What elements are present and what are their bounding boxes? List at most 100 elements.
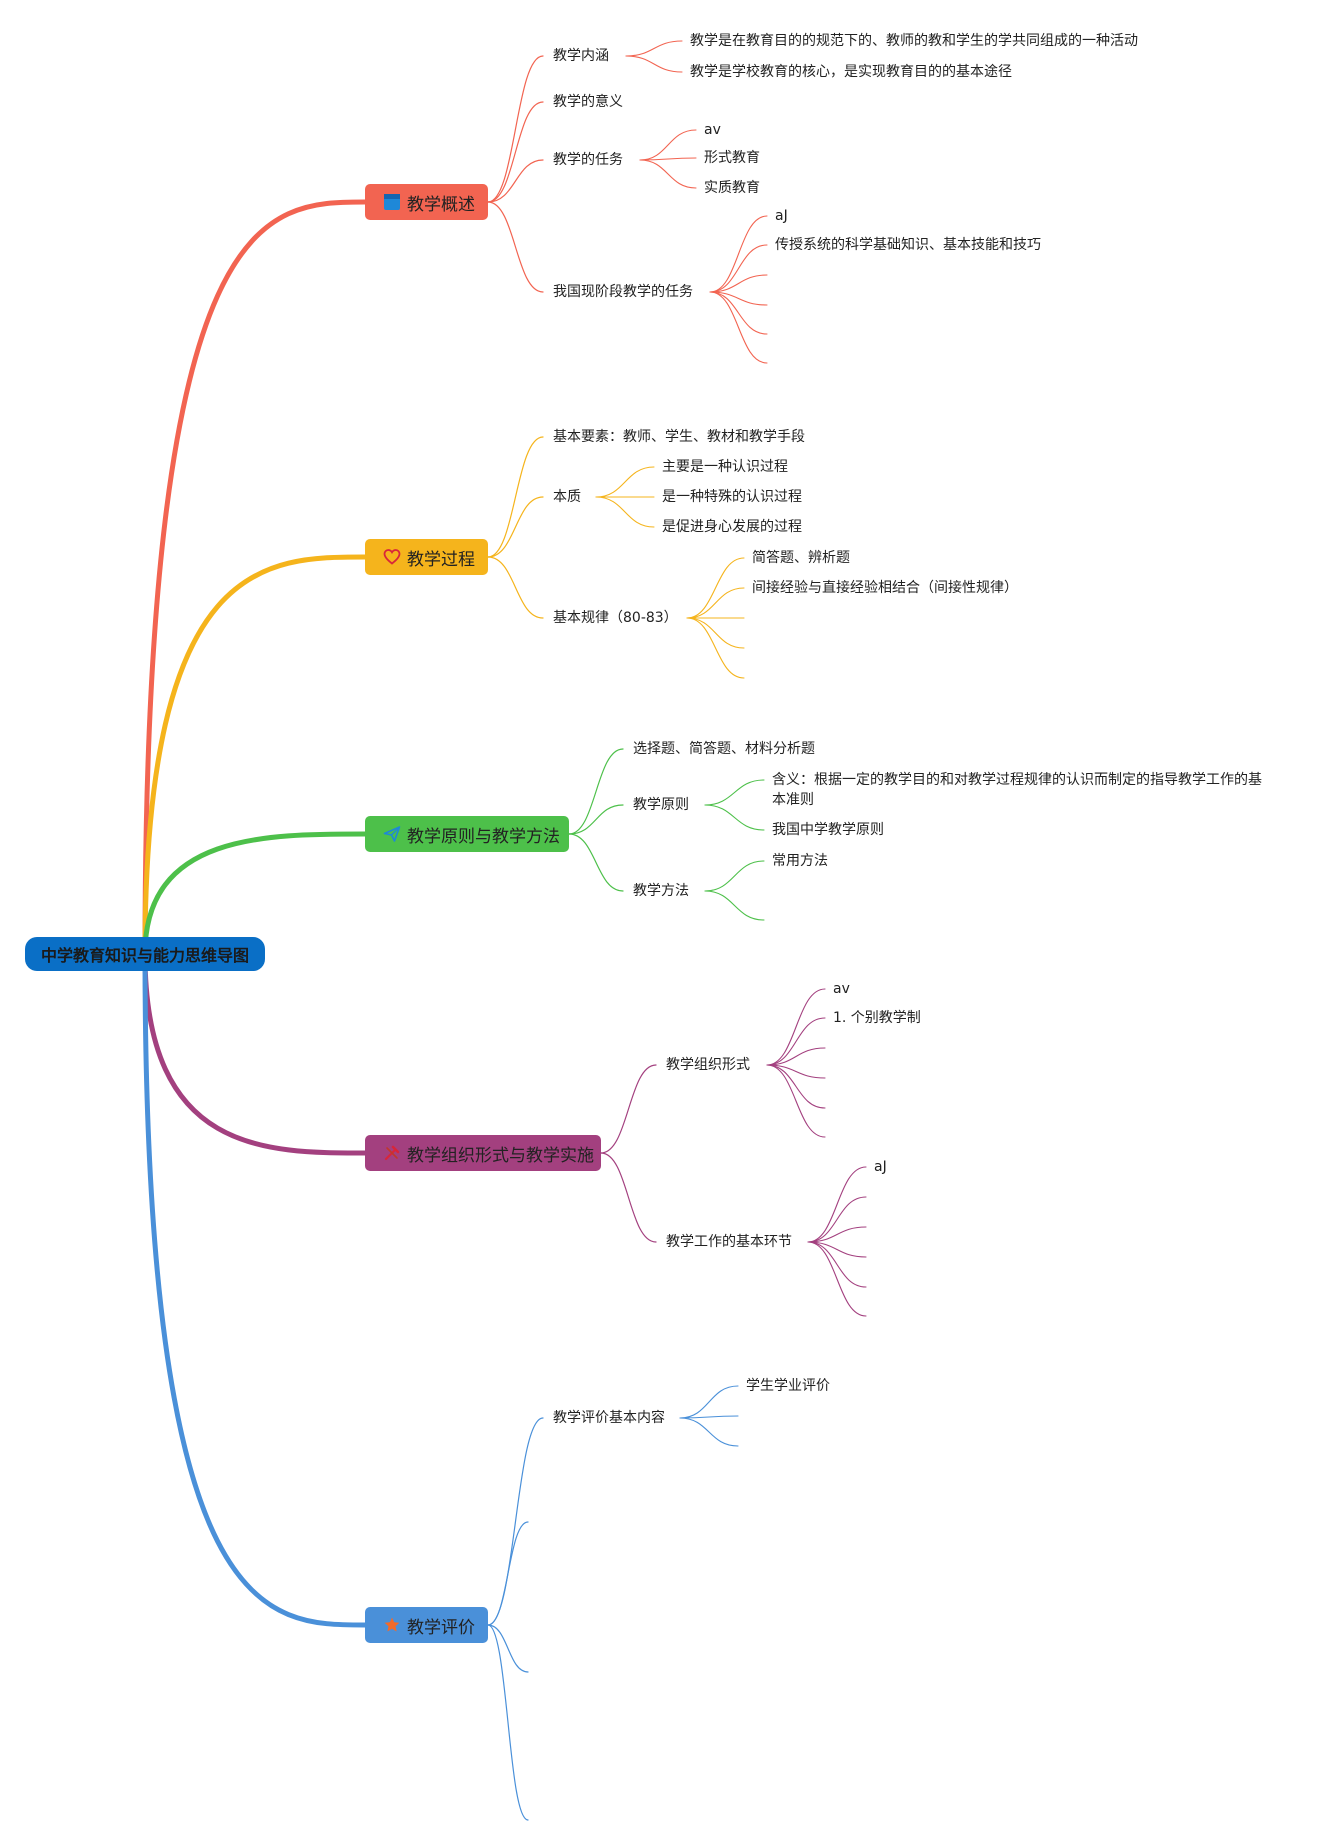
branch-label: 教学原则与教学方法: [407, 826, 560, 847]
connector-line: [142, 554, 368, 957]
connector-line: [487, 55, 544, 203]
connector-line: [709, 291, 768, 364]
connector-line: [625, 40, 683, 57]
connector-line: [487, 101, 544, 203]
connector-line: [487, 436, 544, 558]
connector-line: [639, 129, 697, 161]
connector-line: [686, 617, 745, 649]
connector-line: [639, 157, 697, 161]
branch-node-b2[interactable]: 教学过程: [365, 539, 488, 575]
leaf-b3-1-0[interactable]: 含义：根据一定的教学目的和对教学过程规律的认识而制定的指导教学工作的基本准则: [772, 772, 1262, 808]
connector-line: [704, 804, 765, 831]
node-b3-1[interactable]: 教学原则: [633, 797, 689, 813]
node-b1-0[interactable]: 教学内涵: [553, 48, 609, 64]
heart-icon: [383, 547, 401, 567]
connector-line: [568, 748, 624, 835]
leaf-b1-3-1[interactable]: 传授系统的科学基础知识、基本技能和技巧: [775, 237, 1041, 253]
connector-line: [709, 274, 768, 293]
root-node[interactable]: 中学教育知识与能力思维导图: [25, 937, 265, 971]
branch-label: 教学概述: [407, 194, 475, 215]
leaf-b4-0-1[interactable]: 1. 个别教学制: [833, 1010, 921, 1026]
blue-square-icon: [383, 192, 401, 212]
connector-line: [709, 244, 768, 293]
connector-line: [595, 496, 655, 528]
leaf-b2-1-1[interactable]: 是一种特殊的认识过程: [662, 489, 802, 505]
connector-line: [487, 496, 544, 558]
connector-line: [487, 1417, 544, 1626]
leaf-b5-0-0[interactable]: 学生学业评价: [746, 1378, 830, 1394]
leaf-b1-2-2[interactable]: 实质教育: [704, 180, 760, 196]
branch-node-b1[interactable]: 教学概述: [365, 184, 488, 220]
connector-line: [686, 557, 745, 619]
connector-line: [600, 1064, 657, 1154]
connector-line: [704, 890, 765, 921]
connector-line: [704, 860, 765, 892]
connector-line: [766, 1064, 826, 1109]
leaf-b1-0-0[interactable]: 教学是在教育目的的规范下的、教师的教和学生的学共同组成的一种活动: [690, 33, 1138, 49]
connector-line: [686, 617, 745, 679]
connector-line: [807, 1196, 867, 1243]
leaf-b3-1-1[interactable]: 我国中学教学原则: [772, 822, 884, 838]
tools-icon: [383, 1143, 401, 1163]
leaf-b2-2-0[interactable]: 简答题、辨析题: [752, 550, 850, 566]
connector-line: [487, 556, 544, 619]
connector-line: [487, 1521, 529, 1626]
node-b1-2[interactable]: 教学的任务: [553, 152, 623, 168]
paper-plane-icon: [383, 824, 401, 844]
node-b4-0[interactable]: 教学组织形式: [666, 1057, 750, 1073]
connector-line: [568, 804, 624, 835]
node-b2-1[interactable]: 本质: [553, 489, 581, 505]
leaf-b4-1-0[interactable]: aJ: [874, 1159, 887, 1175]
connector-line: [807, 1226, 867, 1243]
connector-line: [625, 55, 683, 73]
leaf-b1-2-0[interactable]: av: [704, 122, 721, 138]
connector-line: [709, 291, 768, 335]
star-icon: [383, 1615, 401, 1635]
connector-line: [709, 291, 768, 306]
branch-node-b5[interactable]: 教学评价: [365, 1607, 488, 1643]
branch-label: 教学组织形式与教学实施: [407, 1145, 594, 1166]
connector-line: [807, 1166, 867, 1243]
connector-line: [766, 1064, 826, 1138]
connector-line: [766, 988, 826, 1066]
connector-line: [595, 466, 655, 498]
leaf-b2-1-0[interactable]: 主要是一种认识过程: [662, 459, 788, 475]
connector-line: [766, 1064, 826, 1079]
connector-line: [142, 951, 368, 1156]
connector-line: [766, 1047, 826, 1066]
leaf-b2-2-1[interactable]: 间接经验与直接经验相结合（间接性规律）: [752, 580, 1018, 596]
leaf-b4-0-0[interactable]: av: [833, 981, 850, 997]
node-b3-2[interactable]: 教学方法: [633, 883, 689, 899]
connector-line: [568, 833, 624, 892]
connector-line: [709, 215, 768, 293]
connector-line: [142, 199, 368, 957]
node-b4-1[interactable]: 教学工作的基本环节: [666, 1234, 792, 1250]
leaf-b1-3-0[interactable]: aJ: [775, 208, 788, 224]
connector-line: [600, 1152, 657, 1243]
node-b1-1[interactable]: 教学的意义: [553, 94, 623, 110]
connector-line: [807, 1241, 867, 1258]
node-b1-3[interactable]: 我国现阶段教学的任务: [553, 284, 693, 300]
connector-line: [679, 1385, 739, 1419]
leaf-b2-1-2[interactable]: 是促进身心发展的过程: [662, 519, 802, 535]
branch-node-b3[interactable]: 教学原则与教学方法: [365, 816, 569, 852]
leaf-b3-2-0[interactable]: 常用方法: [772, 853, 828, 869]
connector-line: [487, 159, 544, 203]
connector-line: [807, 1241, 867, 1317]
connector-line: [639, 159, 697, 189]
node-b2-2[interactable]: 基本规律（80-83）: [553, 610, 678, 626]
branch-node-b4[interactable]: 教学组织形式与教学实施: [365, 1135, 601, 1171]
branch-label: 教学评价: [407, 1617, 475, 1638]
leaf-b1-0-1[interactable]: 教学是学校教育的核心，是实现教育目的的基本途径: [690, 64, 1012, 80]
node-b3-0[interactable]: 选择题、简答题、材料分析题: [633, 741, 815, 757]
connector-line: [487, 1624, 529, 1821]
connector-line: [142, 831, 368, 957]
node-b2-0[interactable]: 基本要素：教师、学生、教材和教学手段: [553, 429, 805, 445]
node-b5-0[interactable]: 教学评价基本内容: [553, 1410, 665, 1426]
connector-line: [686, 587, 745, 619]
leaf-b1-2-1[interactable]: 形式教育: [704, 150, 760, 166]
connector-line: [766, 1017, 826, 1066]
connector-line: [679, 1417, 739, 1447]
connector-line: [142, 951, 368, 1628]
